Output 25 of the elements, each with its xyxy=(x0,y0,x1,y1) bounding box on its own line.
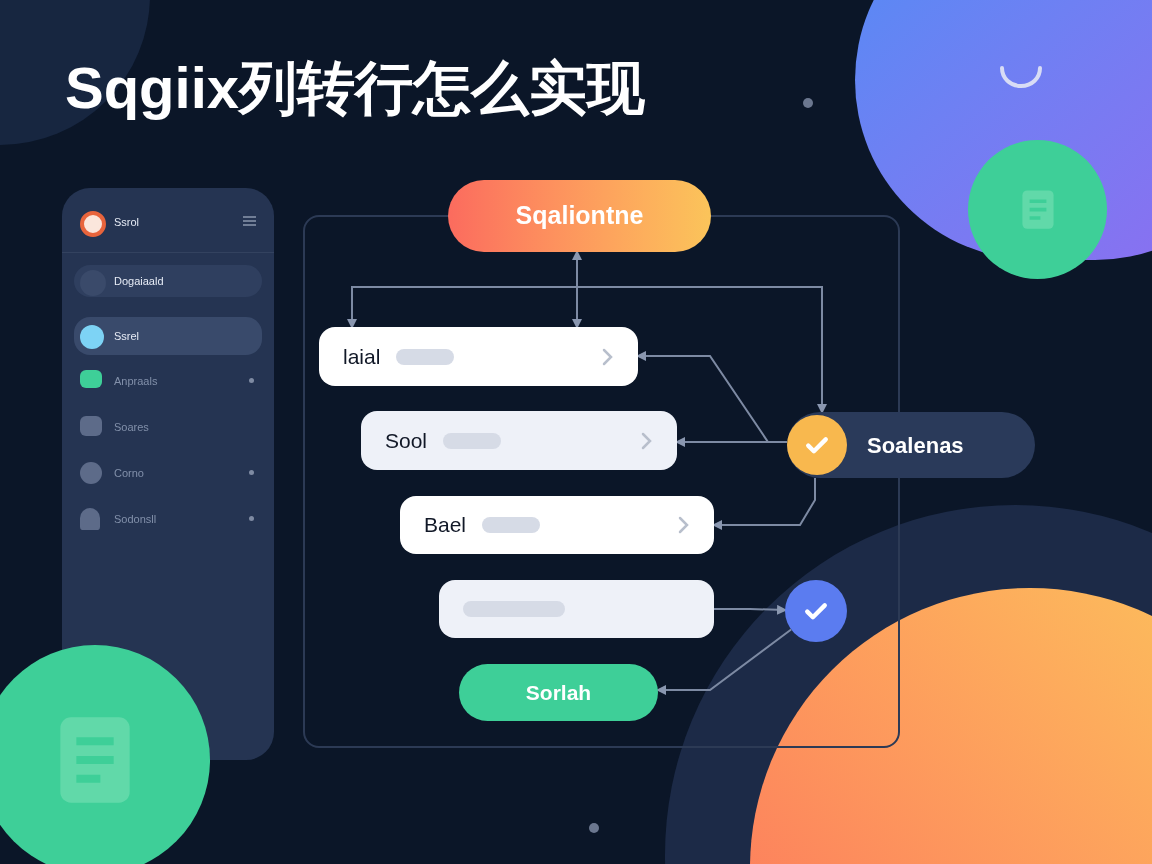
menu-item-label: Soares xyxy=(114,420,149,435)
menu-item-label: Ssrel xyxy=(114,329,140,344)
title: Sqgiix列转行怎么实现 xyxy=(65,54,646,122)
node-label: Bael xyxy=(424,512,467,539)
node-label: Sool xyxy=(385,427,428,454)
node-label: Soalenas xyxy=(867,431,964,460)
node-label: Sqaliontne xyxy=(515,200,644,232)
connector-arrow xyxy=(572,250,582,329)
list-row-box xyxy=(361,411,677,470)
list-row-box xyxy=(400,496,714,554)
connector-arrow xyxy=(347,286,827,414)
node-label: Sorlah xyxy=(525,679,592,706)
menu-item-label: Anpraals xyxy=(114,374,158,389)
empty-row-box xyxy=(439,580,714,638)
connector-arrow xyxy=(656,628,793,695)
node-label: laial xyxy=(343,343,381,370)
connector-arrow xyxy=(713,604,787,615)
menu-item-label: Ssrol xyxy=(114,215,140,230)
menu-item-label: Corno xyxy=(114,466,144,481)
pill-node xyxy=(459,664,658,721)
connector-arrow xyxy=(712,477,816,530)
menu-item-label: Sodonsll xyxy=(114,512,157,527)
menu-item-label: Dogaiaald xyxy=(114,274,164,289)
connector-arrow xyxy=(675,437,788,447)
list-row-box xyxy=(319,327,638,386)
